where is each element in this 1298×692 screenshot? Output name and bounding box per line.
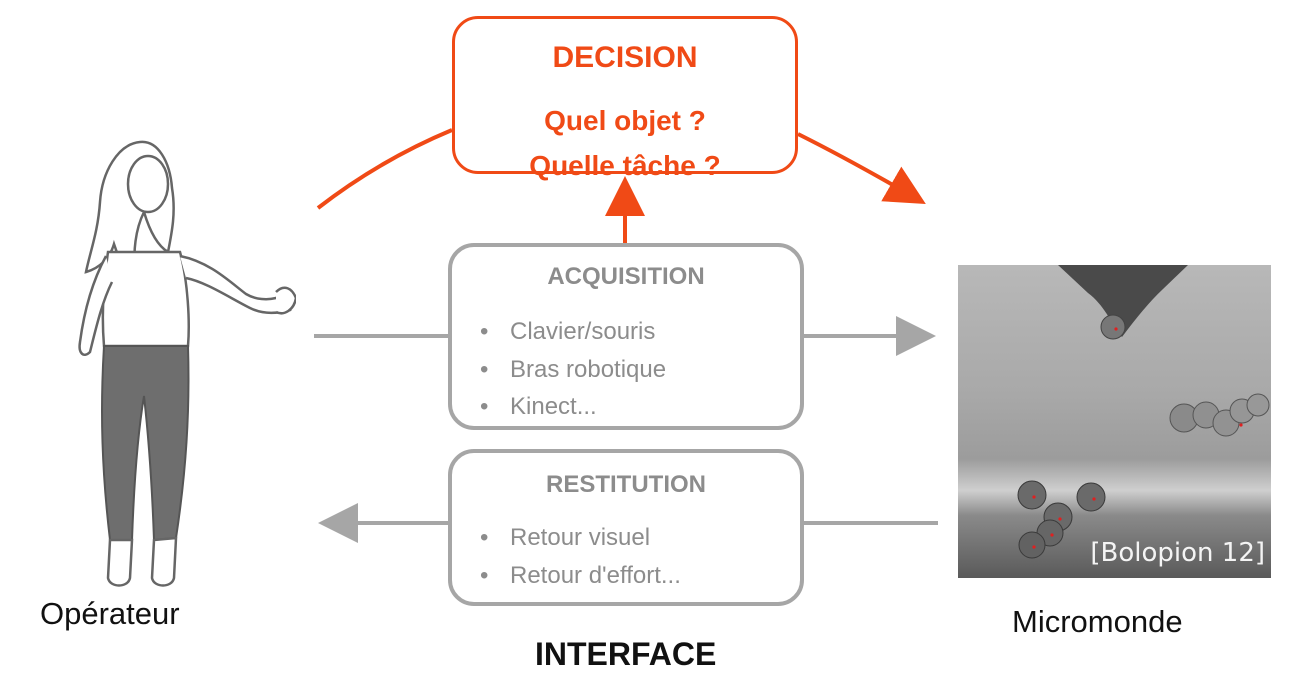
list-item: •Bras robotique bbox=[480, 351, 666, 389]
decision-question-object: Quel objet ? bbox=[544, 105, 706, 136]
micro-world-image: [Bolopion 12] bbox=[958, 265, 1271, 578]
acquisition-title: ACQUISITION bbox=[547, 263, 705, 290]
operator-figure-icon bbox=[78, 140, 296, 587]
bullet-icon: • bbox=[480, 524, 489, 551]
restitution-title: RESTITUTION bbox=[546, 471, 706, 498]
bullet-icon: • bbox=[480, 318, 489, 345]
decision-box: DECISION Quel objet ? Quelle tâche ? bbox=[452, 16, 798, 181]
bullet-icon: • bbox=[480, 355, 489, 383]
interface-label: INTERFACE bbox=[535, 636, 717, 672]
restitution-list: •Retour visuel •Retour d'effort... bbox=[480, 519, 681, 594]
microscope-scene-icon bbox=[1017, 265, 1270, 559]
list-item: •Retour visuel bbox=[480, 519, 681, 557]
bullet-icon: • bbox=[480, 561, 489, 589]
operator-to-decision-arc bbox=[316, 128, 453, 210]
acquisition-list: •Clavier/souris •Bras robotique •Kinect.… bbox=[480, 313, 666, 426]
decision-question-task: Quelle tâche ? bbox=[529, 150, 721, 181]
list-item: •Kinect... bbox=[480, 388, 666, 426]
decision-to-micro-arrow bbox=[797, 132, 926, 205]
acquisition-box: ACQUISITION •Clavier/souris •Bras roboti… bbox=[448, 243, 804, 430]
bullet-icon: • bbox=[480, 393, 489, 420]
operator-label: Opérateur bbox=[40, 596, 180, 631]
list-item: •Retour d'effort... bbox=[480, 557, 681, 595]
micro-world-label: Micromonde bbox=[1012, 604, 1183, 639]
list-item: •Clavier/souris bbox=[480, 313, 666, 351]
image-credit: [Bolopion 12] bbox=[1090, 538, 1265, 568]
decision-title: DECISION bbox=[552, 41, 698, 74]
restitution-box: RESTITUTION •Retour visuel •Retour d'eff… bbox=[448, 449, 804, 606]
